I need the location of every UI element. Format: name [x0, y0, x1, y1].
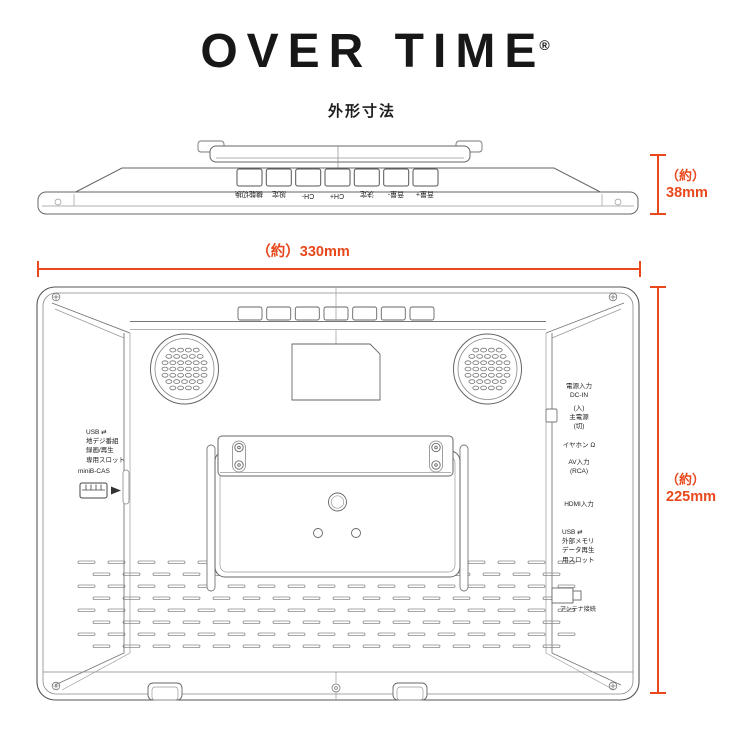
page-title: 外形寸法 [327, 103, 396, 120]
dim-width-label: （約）330mm [256, 244, 350, 260]
dim-height-label: （約）225mm [666, 472, 716, 505]
speaker-holes [161, 347, 511, 391]
brand-logo-text: OVER TIME [200, 25, 546, 78]
label-usb-memory-slot: USB ⇄ 外部メモリ データ再生 用スロット [562, 529, 595, 564]
dim-depth-cap-bottom [650, 213, 666, 215]
dim-height-line [657, 287, 659, 693]
dim-width-cap-right [639, 261, 641, 277]
label-antenna: アンテナ接続 [560, 607, 596, 613]
brand-logo: OVER TIME® [0, 24, 750, 79]
label-minib-cas: miniB-CAS [78, 468, 110, 475]
minib-cas-card-icon [79, 482, 121, 499]
label-main-power: (入) 主電源 (切) [569, 405, 589, 431]
label-hdmi-in: HDMI入力 [564, 501, 594, 508]
dim-depth-line [657, 155, 659, 214]
label-earphone: イヤホン Ω [562, 442, 596, 449]
dim-width-line [38, 268, 640, 270]
dim-depth-label: （約）38mm [666, 168, 708, 201]
card-insert-arrow-icon [111, 486, 121, 495]
label-av-in: AV入力 (RCA) [568, 459, 590, 476]
top-view-drawing [37, 140, 639, 215]
top-button-label-vol-plus: 音量+ [415, 190, 435, 197]
antenna-connector [551, 587, 582, 604]
back-view-drawing [36, 286, 640, 701]
label-dc-in: 電源入力 DC-IN [566, 383, 592, 400]
label-usb-recording-slot: USB ⇄ 地デジ番組 録画/再生 専用スロット [86, 429, 125, 464]
vent-slots [77, 560, 576, 648]
registered-mark: ® [539, 37, 550, 53]
dim-height-cap-bottom [650, 692, 666, 694]
